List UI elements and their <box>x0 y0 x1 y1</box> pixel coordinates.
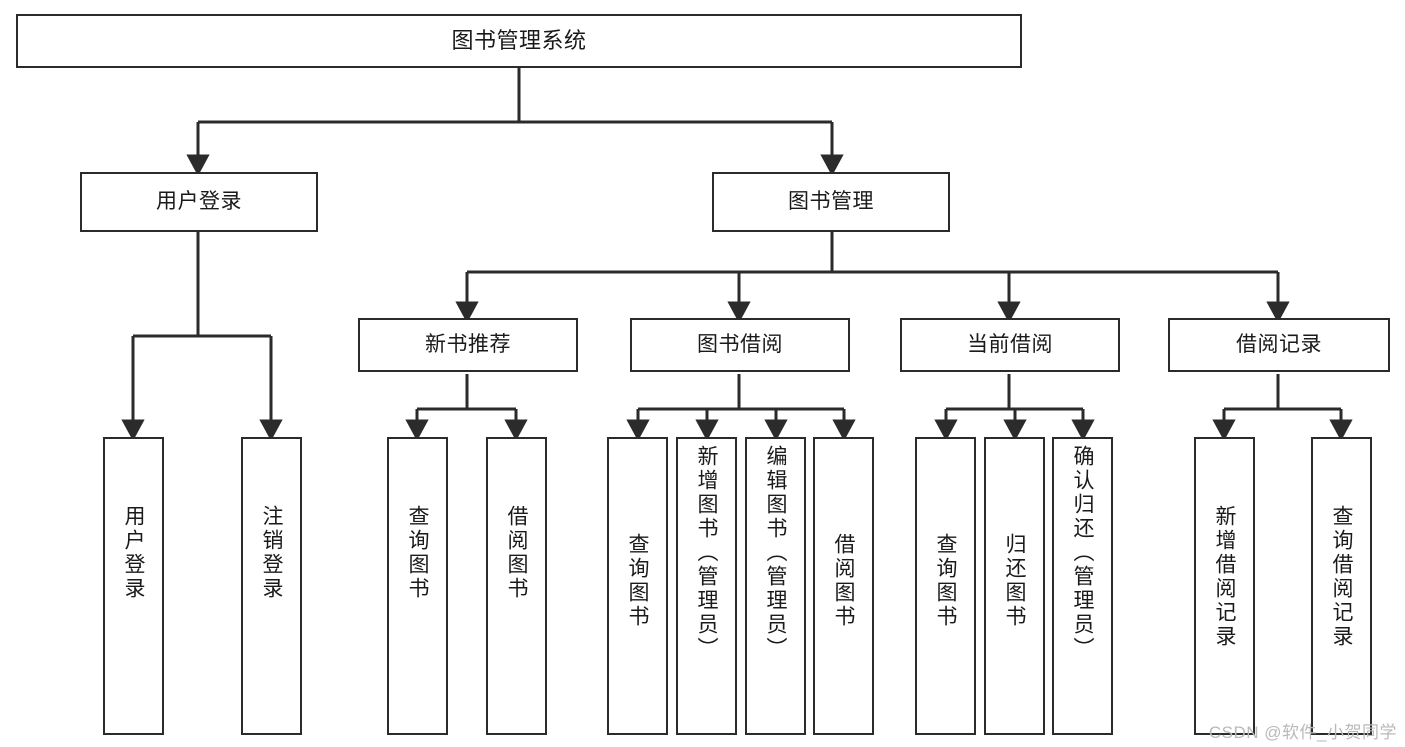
node-leaf-add-book-admin[interactable]: 新增图书（管理员） <box>676 437 737 735</box>
node-leaf-add-borrow-record[interactable]: 新增借阅记录 <box>1194 437 1255 735</box>
node-leaf-user-login[interactable]: 用户登录 <box>103 437 164 735</box>
node-leaf-query-book-3[interactable]: 查询图书 <box>915 437 976 735</box>
node-book-borrow[interactable]: 图书借阅 <box>630 318 850 372</box>
node-leaf-confirm-return-admin[interactable]: 确认归还（管理员） <box>1052 437 1113 735</box>
csdn-watermark: CSDN @软件_小贺同学 <box>1208 723 1397 742</box>
node-leaf-edit-book-admin[interactable]: 编辑图书（管理员） <box>745 437 806 735</box>
node-leaf-borrow-book-2-label: 借阅图书 <box>832 533 855 629</box>
node-new-book-recommend-label: 新书推荐 <box>425 333 511 357</box>
node-leaf-return-book[interactable]: 归还图书 <box>984 437 1045 735</box>
node-leaf-query-book-1[interactable]: 查询图书 <box>387 437 448 735</box>
node-leaf-return-book-label: 归还图书 <box>1003 533 1026 629</box>
node-leaf-add-borrow-record-label: 新增借阅记录 <box>1213 505 1236 649</box>
node-user-login-label: 用户登录 <box>156 190 242 214</box>
node-root-label: 图书管理系统 <box>451 27 587 53</box>
node-leaf-query-borrow-record-label: 查询借阅记录 <box>1330 505 1353 649</box>
node-leaf-query-book-2-label: 查询图书 <box>626 533 649 629</box>
node-borrow-record[interactable]: 借阅记录 <box>1168 318 1390 372</box>
node-current-borrow[interactable]: 当前借阅 <box>900 318 1120 372</box>
node-leaf-borrow-book-1-label: 借阅图书 <box>505 505 528 601</box>
node-leaf-user-login-label: 用户登录 <box>122 505 145 601</box>
node-book-management-label: 图书管理 <box>788 190 874 214</box>
node-new-book-recommend[interactable]: 新书推荐 <box>358 318 578 372</box>
node-leaf-edit-book-admin-label: 编辑图书（管理员） <box>764 445 787 661</box>
node-book-management[interactable]: 图书管理 <box>712 172 950 232</box>
node-leaf-confirm-return-admin-label: 确认归还（管理员） <box>1071 445 1094 661</box>
node-leaf-add-book-admin-label: 新增图书（管理员） <box>695 445 718 661</box>
node-leaf-user-logout[interactable]: 注销登录 <box>241 437 302 735</box>
node-current-borrow-label: 当前借阅 <box>967 333 1053 357</box>
node-user-login[interactable]: 用户登录 <box>80 172 318 232</box>
node-leaf-query-book-3-label: 查询图书 <box>934 533 957 629</box>
node-leaf-query-book-2[interactable]: 查询图书 <box>607 437 668 735</box>
node-leaf-borrow-book-2[interactable]: 借阅图书 <box>813 437 874 735</box>
node-borrow-record-label: 借阅记录 <box>1236 333 1322 357</box>
node-leaf-user-logout-label: 注销登录 <box>260 505 283 601</box>
node-leaf-query-book-1-label: 查询图书 <box>406 505 429 601</box>
node-leaf-borrow-book-1[interactable]: 借阅图书 <box>486 437 547 735</box>
node-leaf-query-borrow-record[interactable]: 查询借阅记录 <box>1311 437 1372 735</box>
node-root[interactable]: 图书管理系统 <box>16 14 1022 68</box>
node-book-borrow-label: 图书借阅 <box>697 333 783 357</box>
